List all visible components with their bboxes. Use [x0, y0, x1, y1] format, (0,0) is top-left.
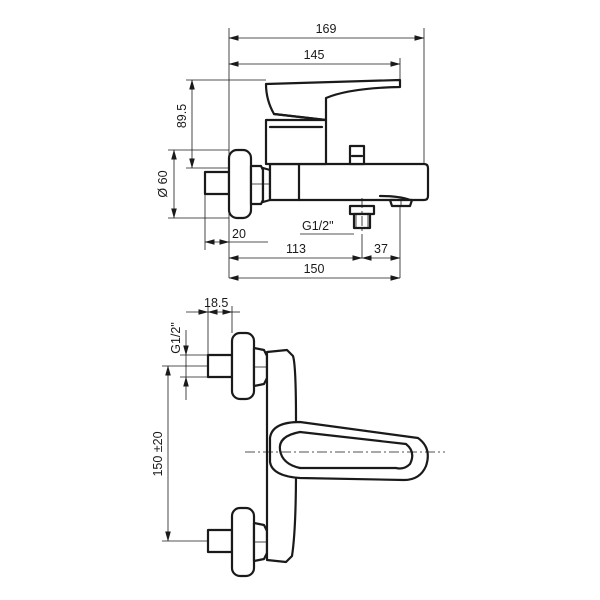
dim-lever-length: 145 [304, 48, 325, 62]
cartridge-housing [264, 118, 328, 166]
lower-inlet-pipe [206, 528, 234, 554]
front-view: 18.5 G1/2" 150 ±20 [151, 296, 445, 578]
label-inlet-thread: G1/2" [169, 322, 183, 354]
upper-escutcheon [230, 331, 256, 401]
dim-outlet-offset: 113 [286, 242, 306, 256]
dim-nut-width: 18.5 [204, 296, 228, 310]
dim-overall-length: 169 [316, 22, 337, 36]
dim-wall-diameter: Ø 60 [156, 170, 170, 197]
label-outlet-thread: G1/2" [302, 219, 334, 233]
dim-outlet-to-spout: 37 [374, 242, 388, 256]
front-lever [268, 420, 429, 482]
lever-handle [264, 78, 402, 122]
dim-centre-distance: 150 ±20 [151, 431, 165, 476]
dim-spout-length: 150 [304, 262, 325, 276]
inlet-pipe [203, 170, 231, 196]
hex-nut [249, 164, 265, 206]
dim-inlet-depth: 20 [232, 227, 246, 241]
dim-height: 89.5 [175, 104, 189, 128]
lower-escutcheon [230, 506, 256, 578]
wall-escutcheon [227, 148, 253, 220]
side-view: 169 145 89.5 Ø 60 20 G1/2" 113 37 150 [156, 22, 430, 281]
mixer-body [268, 162, 430, 202]
upper-inlet-pipe [206, 353, 234, 379]
